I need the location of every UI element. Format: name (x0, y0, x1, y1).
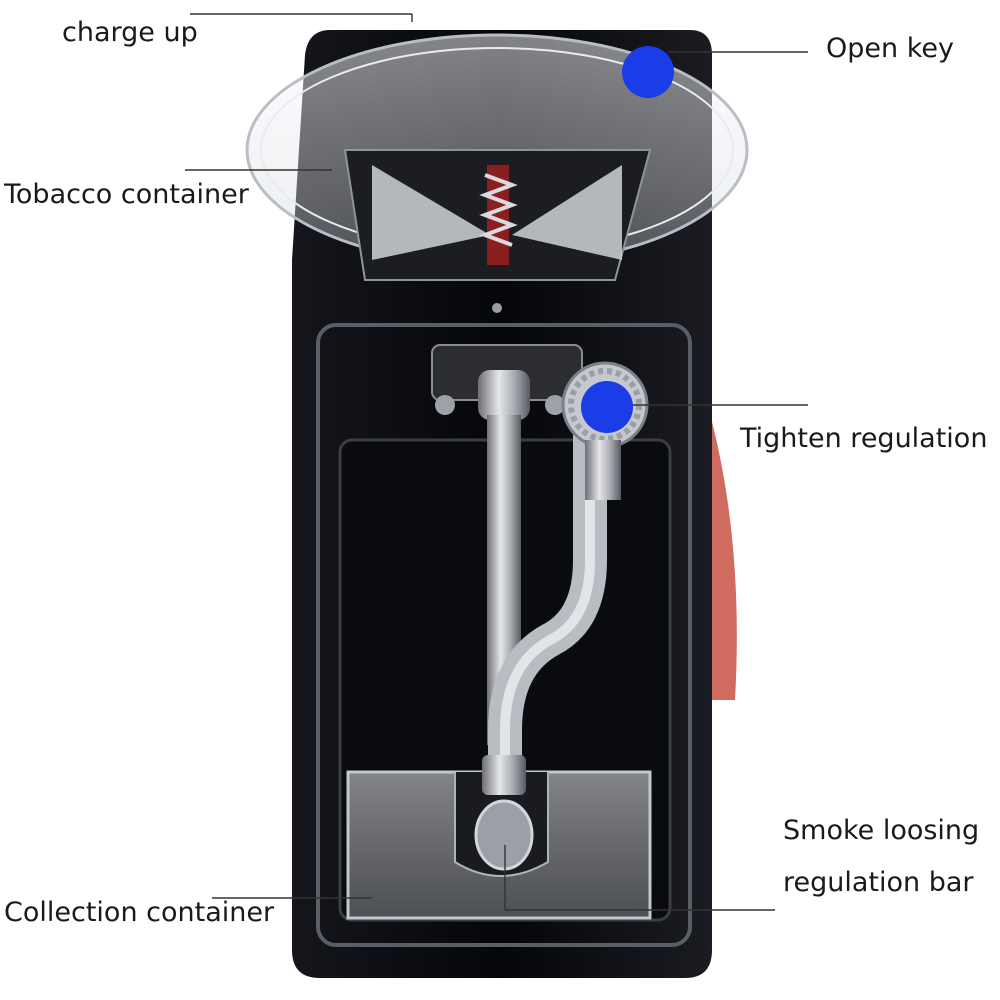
spring (479, 173, 518, 247)
label-open-key: Open key (826, 33, 954, 64)
label-charge-up: charge up (62, 17, 198, 48)
label-smoke-loosing-line2: regulation bar (783, 867, 974, 898)
label-tobacco-container: Tobacco container (4, 179, 249, 210)
label-collection-container: Collection container (4, 897, 275, 928)
label-smoke-loosing-line1: Smoke loosing (783, 815, 980, 846)
open-key-marker (622, 46, 674, 98)
clear-frame (316, 323, 692, 947)
label-tighten-regulation: Tighten regulation (740, 423, 988, 454)
tighten-marker (581, 381, 633, 433)
outlet-nozzle (474, 799, 534, 871)
leader-lines (185, 13, 808, 911)
